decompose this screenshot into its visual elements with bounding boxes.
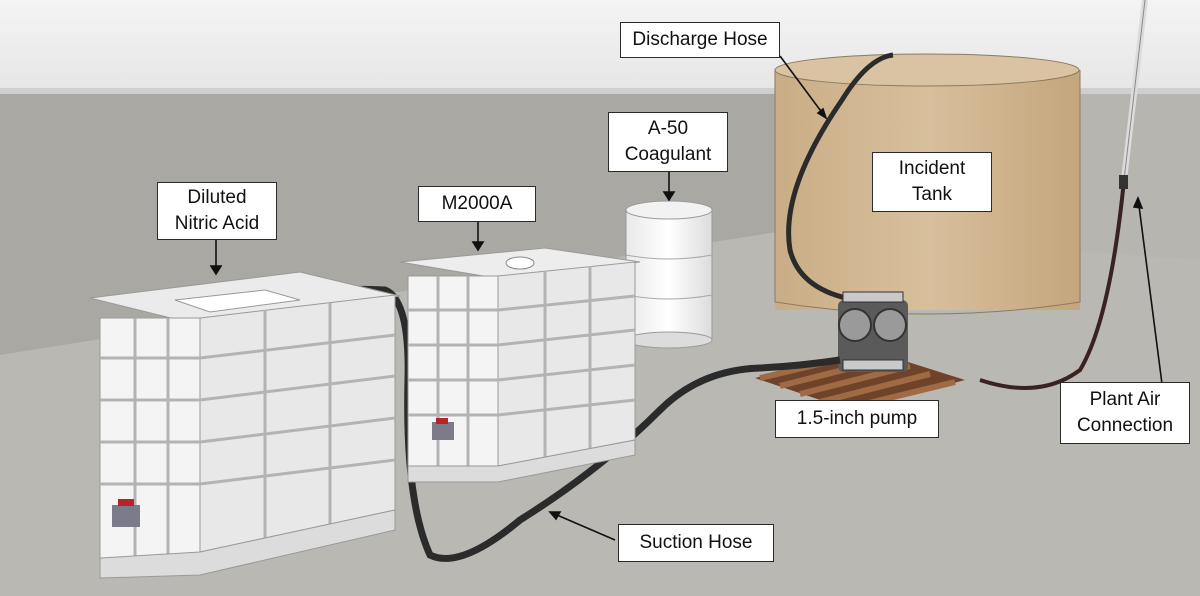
m2000a-tote-drawing <box>399 247 641 483</box>
label-plant-air-connection: Plant Air Connection <box>1060 382 1190 444</box>
label-discharge-hose: Discharge Hose <box>620 22 780 58</box>
pump-drawing <box>838 291 908 372</box>
back-wall <box>0 88 1200 94</box>
discharge-hose-text: Discharge Hose <box>632 29 768 50</box>
a50-line2: Coagulant <box>624 144 712 165</box>
label-incident-tank: Incident Tank <box>872 152 992 212</box>
label-pump: 1.5-inch pump <box>775 400 939 438</box>
plant-air-pipe <box>979 0 1148 390</box>
diluted-line2: Nitric Acid <box>174 213 260 234</box>
plant-air-line2: Connection <box>1076 415 1174 436</box>
incident-line2: Tank <box>911 184 953 205</box>
a50-line1: A-50 <box>647 118 689 139</box>
label-suction-hose: Suction Hose <box>618 524 774 562</box>
label-a50-coagulant: A-50 Coagulant <box>608 112 728 172</box>
discharge-hose <box>786 52 894 303</box>
label-m2000a: M2000A <box>418 186 536 222</box>
diluted-line1: Diluted <box>187 187 247 208</box>
suction-hose <box>228 285 841 562</box>
incident-line1: Incident <box>898 158 966 179</box>
pump-text: 1.5-inch pump <box>796 408 918 429</box>
diluted-nitric-acid-tote-drawing <box>89 271 401 579</box>
label-diluted-nitric-acid: Diluted Nitric Acid <box>157 182 277 240</box>
suction-hose-text: Suction Hose <box>639 532 753 553</box>
callout-arrows <box>209 55 1163 541</box>
m2000a-text: M2000A <box>441 193 513 214</box>
plant-air-line1: Plant Air <box>1089 389 1161 410</box>
a50-drum-drawing <box>625 200 713 349</box>
